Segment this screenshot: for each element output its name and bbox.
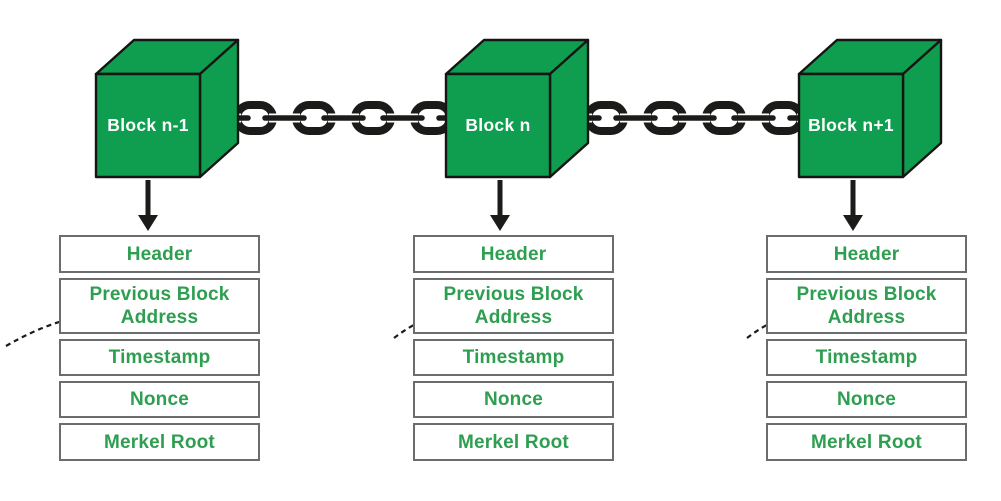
block-cube xyxy=(797,38,943,179)
chain-link-icon xyxy=(578,101,807,135)
field-row-previous-block-address: Previous Block Address xyxy=(59,278,260,334)
block-fields-table: Header Previous Block Address Timestamp … xyxy=(413,235,614,461)
field-row-nonce: Nonce xyxy=(766,381,967,418)
block-fields-table: Header Previous Block Address Timestamp … xyxy=(766,235,967,461)
field-row-timestamp: Timestamp xyxy=(59,339,260,376)
field-row-merkel-root: Merkel Root xyxy=(59,423,260,461)
block-cube xyxy=(94,38,240,179)
field-row-merkel-root: Merkel Root xyxy=(766,423,967,461)
chain-link-icon xyxy=(227,101,456,135)
down-arrow-icon xyxy=(138,180,158,231)
block-fields-table: Header Previous Block Address Timestamp … xyxy=(59,235,260,461)
field-row-nonce: Nonce xyxy=(413,381,614,418)
down-arrow-icon xyxy=(843,180,863,231)
field-row-nonce: Nonce xyxy=(59,381,260,418)
field-row-timestamp: Timestamp xyxy=(766,339,967,376)
field-row-previous-block-address: Previous Block Address xyxy=(766,278,967,334)
down-arrow-icon xyxy=(490,180,510,231)
field-row-header: Header xyxy=(413,235,614,273)
field-row-header: Header xyxy=(766,235,967,273)
field-row-merkel-root: Merkel Root xyxy=(413,423,614,461)
field-row-timestamp: Timestamp xyxy=(413,339,614,376)
block-cube xyxy=(444,38,590,179)
field-row-previous-block-address: Previous Block Address xyxy=(413,278,614,334)
field-row-header: Header xyxy=(59,235,260,273)
